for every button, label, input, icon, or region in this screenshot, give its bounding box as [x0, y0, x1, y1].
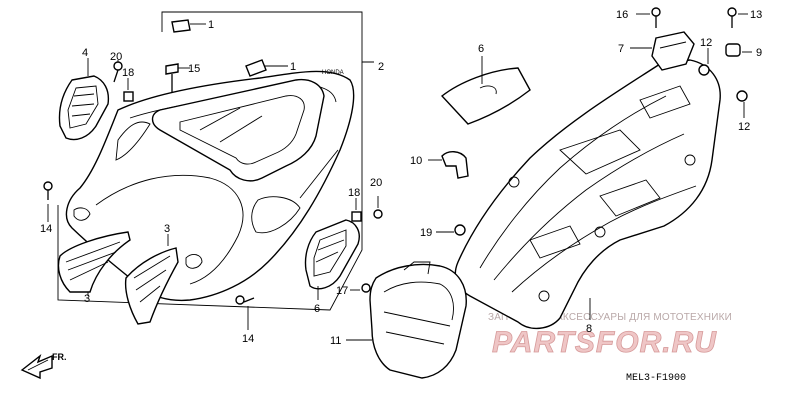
part-label: 11 [330, 335, 341, 347]
part-label: 2 [378, 61, 384, 73]
inner-fender [369, 261, 467, 379]
duct-right [124, 247, 179, 325]
part-label: 18 [348, 187, 360, 199]
part-label: 17 [336, 285, 348, 297]
part-label: 14 [242, 333, 254, 345]
part-label: 4 [82, 47, 88, 59]
part-label: 20 [370, 177, 382, 189]
fasteners [43, 7, 748, 305]
part-label: 14 [40, 223, 52, 235]
grab-bar: HONDA [151, 70, 344, 182]
clip-10 [441, 151, 469, 179]
watermark-tagline: ЗАПЧАСТИ И АКСЕССУАРЫ ДЛЯ МОТОТЕХНИКИ [488, 312, 732, 323]
part-label: 10 [410, 155, 422, 167]
part-labels: 1 1 2 3 3 4 5 6 6 7 8 9 10 11 12 12 13 1… [40, 9, 762, 347]
side-bracket-left [58, 75, 110, 141]
front-arrow: FR. [20, 352, 67, 380]
part-label: 8 [586, 323, 592, 335]
part-label: 3 [84, 293, 90, 305]
seat-pad [440, 67, 531, 125]
watermark-brand: PARTSFOR.RU [492, 326, 717, 359]
part-label: 9 [756, 47, 762, 59]
front-marker-label: FR. [52, 352, 67, 362]
part-label: 19 [420, 227, 432, 239]
part-label: 12 [738, 121, 750, 133]
part-label: 15 [188, 63, 200, 75]
part-label: 6 [314, 303, 320, 315]
part-label: 7 [618, 43, 624, 55]
part-label: 13 [750, 9, 762, 21]
part-label: 12 [700, 37, 712, 49]
part-label: 3 [164, 223, 170, 235]
part-label: 1 [290, 61, 296, 73]
part-label: 18 [122, 67, 134, 79]
part-label: 16 [616, 9, 628, 21]
diagram-code: MEL3-F1900 [626, 373, 686, 384]
svg-text:HONDA: HONDA [322, 70, 344, 76]
side-bracket-right [304, 219, 360, 290]
part-label: 6 [478, 43, 484, 55]
part-label: 20 [110, 51, 122, 63]
leader-lines [47, 13, 752, 341]
bracket-7 [651, 31, 695, 71]
part-label: 1 [208, 19, 214, 31]
duct-left [57, 231, 131, 293]
rear-fender [454, 59, 721, 329]
